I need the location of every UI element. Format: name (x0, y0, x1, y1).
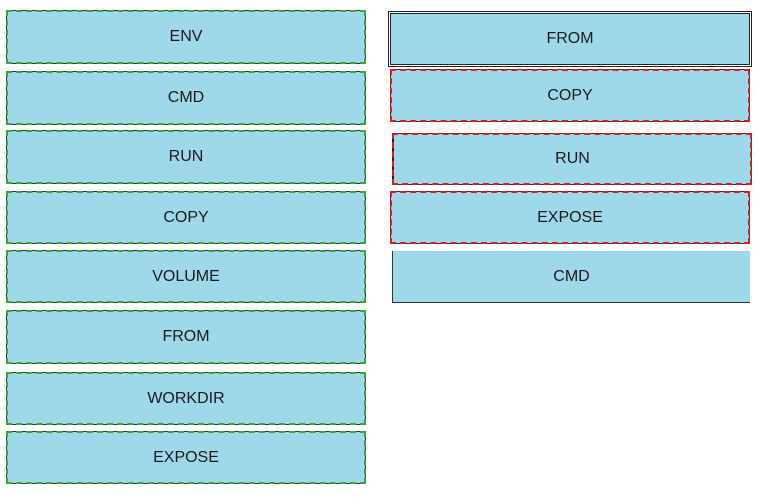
answer-slot-2[interactable]: COPY (390, 69, 750, 122)
option-label: CMD (167, 89, 205, 106)
option-tile-run[interactable]: RUN (6, 130, 366, 184)
answer-label: FROM (546, 30, 594, 47)
answer-slot-4[interactable]: EXPOSE (390, 191, 750, 244)
answer-label: EXPOSE (537, 208, 603, 226)
answer-label: RUN (555, 150, 590, 167)
option-tile-workdir[interactable]: WORKDIR (6, 372, 366, 425)
option-tile-volume[interactable]: VOLUME (6, 250, 366, 303)
answer-slot-5[interactable]: CMD (392, 251, 750, 303)
option-label: EXPOSE (153, 448, 219, 466)
option-label: VOLUME (152, 267, 220, 285)
option-label: RUN (168, 148, 204, 165)
answer-label: COPY (547, 86, 593, 104)
option-label: COPY (163, 208, 209, 226)
answer-slot-3[interactable]: RUN (392, 133, 752, 185)
option-tile-cmd[interactable]: CMD (6, 71, 366, 125)
answer-slot-1[interactable]: FROM (390, 13, 750, 65)
option-tile-from[interactable]: FROM (6, 310, 366, 364)
answer-label: CMD (553, 267, 590, 285)
option-label: WORKDIR (147, 389, 225, 407)
option-tile-expose[interactable]: EXPOSE (6, 431, 366, 484)
option-label: FROM (162, 328, 210, 345)
option-tile-env[interactable]: ENV (6, 10, 366, 64)
option-label: ENV (169, 28, 203, 45)
option-tile-copy[interactable]: COPY (6, 191, 366, 244)
